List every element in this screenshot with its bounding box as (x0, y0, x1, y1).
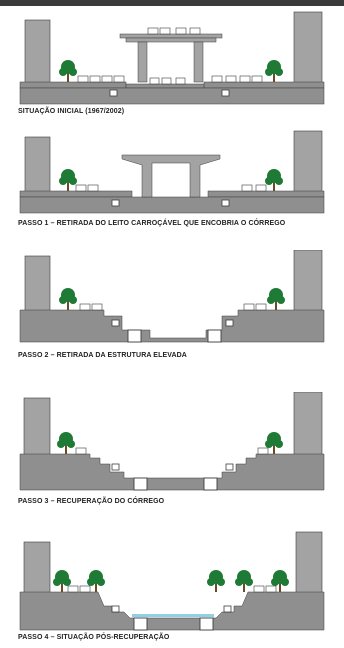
stream-water (132, 614, 214, 617)
culvert-right (225, 463, 234, 471)
elevated-deck (119, 33, 223, 39)
caption-step-3: PASSO 3 – RECUPERAÇÃO DO CÓRREGO (18, 498, 165, 505)
car-right-4 (251, 75, 263, 83)
caption-step-2: PASSO 2 – RETIRADA DA ESTRUTURA ELEVADA (18, 352, 187, 359)
tree-icon (59, 169, 77, 191)
ground-right (207, 190, 325, 198)
photo-edge-strip (0, 0, 344, 6)
panel-step-1: PASSO 1 – RETIRADA DO LEITO CARROÇÁVEL Q… (0, 125, 344, 239)
covered-road (125, 83, 205, 89)
section-drawing-step-4 (19, 531, 325, 631)
building-left (24, 255, 51, 315)
culvert-left (111, 605, 120, 613)
car-center-1 (149, 77, 160, 85)
recovered-channel (19, 453, 325, 491)
base-slab (19, 196, 325, 214)
car-right-1 (211, 75, 223, 83)
building-left (23, 397, 51, 457)
car-left-2 (79, 585, 91, 593)
elevated-beam (125, 37, 217, 43)
pillar-left (137, 41, 148, 83)
car-left-2 (87, 184, 99, 192)
building-left (23, 541, 51, 599)
car-center-3 (175, 77, 186, 85)
car-deck-1 (147, 27, 159, 35)
car-left-1 (75, 184, 87, 192)
car-left-3 (101, 75, 113, 83)
tree-icon (207, 570, 225, 592)
ground-left (19, 190, 133, 198)
elevated-structure (121, 154, 221, 198)
panel-step-2: PASSO 2 – RETIRADA DA ESTRUTURA ELEVADA (0, 250, 344, 365)
car-left-4 (113, 75, 125, 83)
gallery-left (127, 329, 142, 343)
car-left-1 (75, 447, 87, 455)
tree-icon (271, 570, 289, 592)
car-right-3 (239, 75, 251, 83)
panel-step-3: PASSO 3 – RECUPERAÇÃO DO CÓRREGO (0, 392, 344, 510)
panel-step-4: PASSO 4 – SITUAÇÃO PÓS-RECUPERAÇÃO (0, 528, 344, 646)
car-left-1 (67, 585, 79, 593)
tree-icon (53, 570, 71, 592)
car-right-2 (255, 303, 267, 311)
section-drawing-step-1 (19, 130, 325, 214)
culvert-right (225, 319, 234, 327)
culvert-right (223, 605, 232, 613)
building-right (293, 392, 323, 457)
car-right-2 (255, 184, 267, 192)
tree-icon (57, 432, 75, 454)
car-left-2 (89, 75, 101, 83)
tree-icon (265, 432, 283, 454)
tree-icon (59, 288, 77, 310)
car-right-1 (253, 585, 265, 593)
section-drawing-initial (19, 11, 325, 105)
building-right (293, 250, 323, 315)
tree-icon (267, 288, 285, 310)
tree-icon (87, 570, 105, 592)
caption-step-4: PASSO 4 – SITUAÇÃO PÓS-RECUPERAÇÃO (18, 634, 170, 641)
pillar-right (193, 41, 204, 83)
car-right-2 (225, 75, 237, 83)
car-deck-3 (175, 27, 187, 35)
car-right-1 (257, 447, 269, 455)
car-left-1 (77, 75, 89, 83)
car-deck-4 (189, 27, 201, 35)
culvert-right (221, 199, 230, 207)
car-left-2 (91, 303, 103, 311)
car-right-1 (241, 184, 253, 192)
culvert-right (221, 89, 230, 97)
car-right-2 (265, 585, 277, 593)
building-right (295, 531, 323, 599)
section-drawing-step-2 (19, 250, 325, 343)
gallery-right (203, 477, 218, 491)
ground-left (19, 81, 127, 89)
gallery-right (207, 329, 222, 343)
tree-icon (235, 570, 253, 592)
culvert-left (111, 199, 120, 207)
restored-stream-bed (19, 591, 325, 631)
building-left (24, 19, 51, 85)
section-drawing-step-3 (19, 392, 325, 491)
car-right-1 (243, 303, 255, 311)
car-deck-2 (159, 27, 171, 35)
panel-initial: SITUAÇÃO INICIAL (1967/2002) (0, 10, 344, 122)
car-center-2 (161, 77, 172, 85)
base-slab (19, 87, 325, 105)
tree-icon (265, 169, 283, 191)
gallery-left (133, 477, 148, 491)
caption-initial: SITUAÇÃO INICIAL (1967/2002) (18, 108, 125, 115)
ground-right (203, 81, 325, 89)
excavated-ground (19, 309, 325, 343)
culvert-left (109, 89, 118, 97)
tree-icon (59, 60, 77, 82)
tree-icon (265, 60, 283, 82)
car-left-1 (79, 303, 91, 311)
culvert-left (111, 463, 120, 471)
building-right (293, 11, 323, 85)
caption-step-1: PASSO 1 – RETIRADA DO LEITO CARROÇÁVEL Q… (18, 220, 286, 227)
gallery-right (199, 617, 214, 631)
gallery-left (133, 617, 148, 631)
culvert-left (111, 319, 120, 327)
